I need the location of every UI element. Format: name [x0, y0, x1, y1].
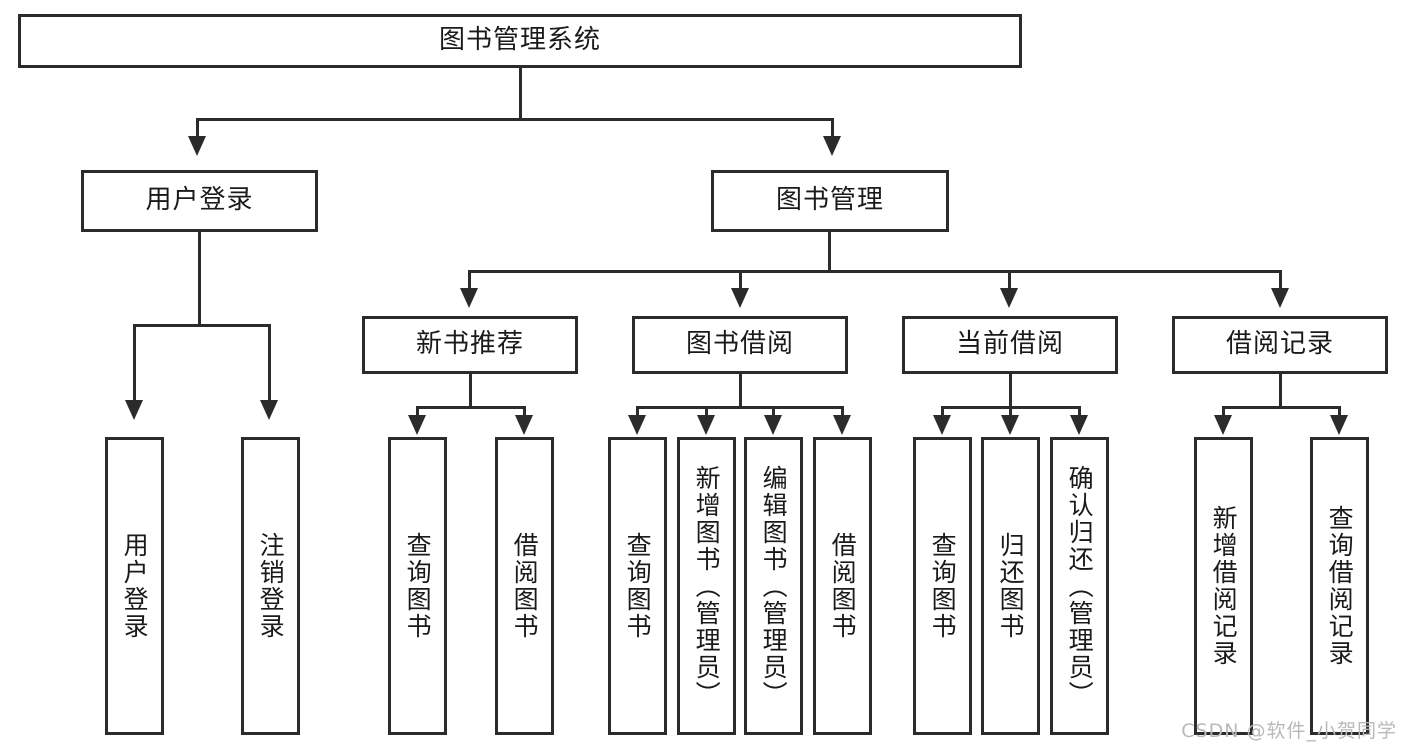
- node-label: 图书管理: [775, 185, 884, 216]
- node-borrow-record[interactable]: 借阅记录: [1172, 316, 1388, 374]
- leaf-query-book-3[interactable]: 查询图书: [913, 437, 972, 735]
- arrowhead-to-current-borrow: [1000, 288, 1018, 308]
- connector-book-borrow-bar: [636, 406, 844, 409]
- connector-to-current-borrow: [1008, 270, 1011, 292]
- connector-borrow-record-child-2: [1338, 406, 1341, 420]
- arrowhead-to-book-management: [823, 136, 841, 156]
- node-book-borrow[interactable]: 图书借阅: [632, 316, 848, 374]
- connector-book-borrow-trunk: [739, 374, 742, 408]
- leaf-return-book[interactable]: 归还图书: [981, 437, 1040, 735]
- connector-root-trunk: [519, 68, 522, 120]
- connector-book-borrow-child-3: [772, 406, 775, 420]
- leaf-logout-login[interactable]: 注销登录: [241, 437, 300, 735]
- node-label: 查询借阅记录: [1325, 505, 1355, 667]
- connector-current-borrow-trunk: [1009, 374, 1012, 408]
- node-label: 借阅记录: [1225, 329, 1334, 360]
- leaf-query-book-1[interactable]: 查询图书: [388, 437, 447, 735]
- node-label: 新增图书（管理员）: [692, 464, 722, 708]
- leaf-borrow-book-1[interactable]: 借阅图书: [495, 437, 554, 735]
- connector-new-book-child-2: [523, 406, 526, 420]
- connector-book-borrow-child-2: [705, 406, 708, 420]
- arrowhead-book-borrow-child-4: [833, 415, 851, 435]
- connector-level3-bar: [468, 270, 1282, 273]
- node-label: 图书借阅: [685, 329, 794, 360]
- connector-user-login-child-2: [268, 324, 271, 402]
- node-label: 新书推荐: [415, 329, 524, 360]
- arrowhead-to-book-borrow: [731, 288, 749, 308]
- connector-borrow-record-child-1: [1222, 406, 1225, 420]
- connector-borrow-record-bar: [1222, 406, 1341, 409]
- node-current-borrow[interactable]: 当前借阅: [902, 316, 1118, 374]
- leaf-edit-book[interactable]: 编辑图书（管理员）: [744, 437, 803, 735]
- node-label: 图书管理系统: [438, 25, 601, 56]
- node-book-management[interactable]: 图书管理: [711, 170, 949, 232]
- arrowhead-user-login-child-1: [125, 400, 143, 420]
- node-label: 归还图书: [996, 532, 1026, 640]
- arrowhead-user-login-child-2: [260, 400, 278, 420]
- node-label: 确认归还（管理员）: [1065, 464, 1095, 708]
- leaf-query-record[interactable]: 查询借阅记录: [1310, 437, 1369, 735]
- leaf-borrow-book-2[interactable]: 借阅图书: [813, 437, 872, 735]
- connector-current-borrow-child-2: [1009, 406, 1012, 420]
- connector-to-user-login: [196, 118, 199, 140]
- arrowhead-borrow-record-child-2: [1330, 415, 1348, 435]
- node-label: 注销登录: [256, 532, 286, 640]
- csdn-watermark: CSDN @软件_小贺同学: [1181, 720, 1397, 742]
- arrowhead-new-book-child-1: [408, 415, 426, 435]
- node-label: 新增借阅记录: [1209, 505, 1239, 667]
- connector-user-login-trunk: [198, 232, 201, 326]
- arrowhead-to-user-login: [188, 136, 206, 156]
- leaf-query-book-2[interactable]: 查询图书: [608, 437, 667, 735]
- node-root-system[interactable]: 图书管理系统: [18, 14, 1022, 68]
- node-label: 当前借阅: [955, 329, 1064, 360]
- connector-user-login-bar: [133, 324, 270, 327]
- arrowhead-to-borrow-record: [1271, 288, 1289, 308]
- connector-to-book-management: [831, 118, 834, 140]
- node-label: 查询图书: [928, 532, 958, 640]
- leaf-confirm-return[interactable]: 确认归还（管理员）: [1050, 437, 1109, 735]
- connector-borrow-record-trunk: [1279, 374, 1282, 408]
- connector-new-book-child-1: [416, 406, 419, 420]
- arrowhead-book-borrow-child-3: [764, 415, 782, 435]
- node-user-login[interactable]: 用户登录: [81, 170, 318, 232]
- connector-current-borrow-child-3: [1078, 406, 1081, 420]
- connector-book-borrow-child-1: [636, 406, 639, 420]
- arrowhead-borrow-record-child-1: [1214, 415, 1232, 435]
- arrowhead-current-borrow-child-2: [1001, 415, 1019, 435]
- connector-new-book-bar: [416, 406, 526, 409]
- connector-to-borrow-record: [1279, 270, 1282, 292]
- arrowhead-new-book-child-2: [515, 415, 533, 435]
- node-label: 借阅图书: [828, 532, 858, 640]
- connector-book-borrow-child-4: [841, 406, 844, 420]
- connector-book-management-trunk: [828, 232, 831, 272]
- arrowhead-current-borrow-child-1: [933, 415, 951, 435]
- connector-level2-bar: [196, 118, 834, 121]
- connector-user-login-child-1: [133, 324, 136, 402]
- node-new-book-recommend[interactable]: 新书推荐: [362, 316, 578, 374]
- arrowhead-current-borrow-child-3: [1070, 415, 1088, 435]
- leaf-add-record[interactable]: 新增借阅记录: [1194, 437, 1253, 735]
- arrowhead-book-borrow-child-1: [628, 415, 646, 435]
- arrowhead-book-borrow-child-2: [697, 415, 715, 435]
- connector-to-new-book-recommend: [468, 270, 471, 292]
- node-label: 用户登录: [145, 185, 254, 216]
- node-label: 用户登录: [120, 532, 150, 640]
- node-label: 查询图书: [403, 532, 433, 640]
- arrowhead-to-new-book-recommend: [460, 288, 478, 308]
- node-label: 查询图书: [623, 532, 653, 640]
- leaf-user-login[interactable]: 用户登录: [105, 437, 164, 735]
- node-label: 编辑图书（管理员）: [759, 464, 789, 708]
- connector-new-book-trunk: [469, 374, 472, 408]
- node-label: 借阅图书: [510, 532, 540, 640]
- leaf-add-book[interactable]: 新增图书（管理员）: [677, 437, 736, 735]
- connector-to-book-borrow: [739, 270, 742, 292]
- connector-current-borrow-child-1: [941, 406, 944, 420]
